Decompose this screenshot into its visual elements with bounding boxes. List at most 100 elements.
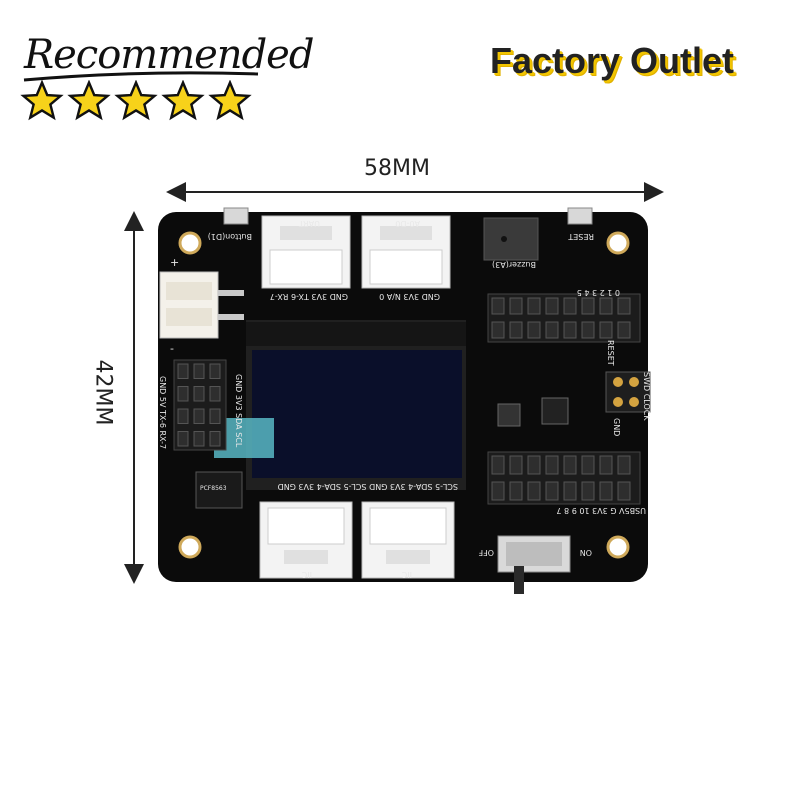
- swd-header: [605, 371, 651, 413]
- silk-plus: +: [170, 256, 179, 269]
- silk-reset: RESET: [568, 232, 594, 241]
- header-pin: [193, 386, 205, 402]
- silk-iic-pins: SCL-5 SDA-4 3V3 GND SCL-5 SDA-4 3V3 GND: [278, 482, 458, 491]
- header-bottom: [487, 451, 641, 505]
- uart-connector: [261, 215, 351, 289]
- header-pin: [491, 321, 505, 339]
- silk-chip: PCF8563: [200, 485, 227, 492]
- star-icon: [161, 80, 205, 121]
- mounting-hole: [606, 231, 630, 255]
- header-pin: [599, 297, 613, 315]
- silk-left-pins-1: GND 5V TX-6 RX-7: [158, 376, 167, 449]
- star-icon: [67, 80, 111, 121]
- header-pin: [209, 363, 221, 379]
- silk-header-bottom: USB5V G 3V3 10 9 8 7: [556, 506, 646, 515]
- reset-button: [567, 207, 593, 225]
- oled-display: [214, 320, 466, 490]
- brand-title: Factory Outlet: [490, 40, 735, 81]
- rtc-chip: [195, 471, 243, 509]
- header-pin: [209, 408, 221, 424]
- battery-connector: [159, 271, 244, 339]
- header-pin: [563, 297, 577, 315]
- mounting-hole: [606, 535, 630, 559]
- star-icon: [20, 80, 64, 121]
- header-pin: [545, 481, 559, 501]
- silk-iic-left: IIC: [301, 570, 312, 579]
- header-pin: [527, 321, 541, 339]
- header-pin: [509, 297, 523, 315]
- header-pin: [491, 481, 505, 501]
- header-pin: [509, 455, 523, 475]
- sensor-chip: [497, 403, 521, 427]
- iic-connector-right: [361, 501, 455, 579]
- star-icon: [208, 80, 252, 121]
- rating-stars: [20, 80, 252, 122]
- header-pin: [545, 455, 559, 475]
- buzzer: [483, 217, 539, 261]
- header-pin: [563, 481, 577, 501]
- header-pin: [581, 455, 595, 475]
- header-pin: [193, 408, 205, 424]
- header-pin: [491, 455, 505, 475]
- header-pin: [177, 431, 189, 447]
- header-pin: [177, 363, 189, 379]
- silk-gnd-side: GND: [612, 418, 621, 436]
- silk-button: Button(D1): [208, 232, 252, 241]
- iic-connector-left: [259, 501, 353, 579]
- header-pin: [563, 321, 577, 339]
- mcu-chip: [541, 397, 569, 425]
- header-pin: [209, 431, 221, 447]
- mounting-hole: [178, 231, 202, 255]
- silk-uart-pins: GND 3V3 TX-6 RX-7: [270, 292, 348, 301]
- silk-reset-side: RESET: [606, 340, 615, 366]
- silk-on: ON: [580, 548, 592, 557]
- silk-a0: A0-D0: [395, 219, 420, 228]
- silk-a0-pins: GND 3V3 N/A 0: [379, 292, 440, 301]
- header-pin: [509, 481, 523, 501]
- width-dimension-label: 58MM: [364, 156, 430, 181]
- badge-text: Recommended: [24, 32, 314, 78]
- pcb-board: [158, 207, 651, 594]
- header-pin: [527, 297, 541, 315]
- header-pin: [545, 297, 559, 315]
- silk-swd: SWD CLOCK: [642, 372, 651, 421]
- header-pin: [491, 297, 505, 315]
- header-pin: [599, 321, 613, 339]
- header-left: [173, 359, 227, 451]
- header-pin: [193, 431, 205, 447]
- header-pin: [581, 321, 595, 339]
- header-pin: [581, 481, 595, 501]
- a0-connector: [361, 215, 451, 289]
- header-pin: [177, 386, 189, 402]
- header-pin: [617, 481, 631, 501]
- silk-uart: UART: [299, 219, 320, 228]
- silk-iic-right: IIC: [401, 570, 412, 579]
- header-pin: [617, 455, 631, 475]
- header-pin: [599, 455, 613, 475]
- silk-off: OFF: [478, 548, 494, 557]
- header-pin: [581, 297, 595, 315]
- header-pin: [545, 321, 559, 339]
- silk-header-top: 0 1 2 3 4 5: [577, 288, 620, 297]
- header-pin: [563, 455, 577, 475]
- recommended-badge: Recommended: [18, 14, 314, 124]
- header-top: [487, 293, 641, 343]
- header-pin: [527, 455, 541, 475]
- button-d1: [223, 207, 249, 225]
- star-icon: [114, 80, 158, 121]
- badge-swoosh-icon: [23, 71, 259, 82]
- header-pin: [599, 481, 613, 501]
- header-pin: [509, 321, 523, 339]
- silk-buzzer: Buzzer(A3): [492, 260, 536, 269]
- power-switch: [497, 535, 571, 594]
- header-pin: [209, 386, 221, 402]
- header-pin: [193, 363, 205, 379]
- header-pin: [617, 321, 631, 339]
- header-pin: [617, 297, 631, 315]
- silk-left-pins-2: GND 3V3 SDA SCL: [234, 374, 243, 448]
- silk-minus: -: [170, 342, 174, 355]
- mounting-hole: [178, 535, 202, 559]
- header-pin: [177, 408, 189, 424]
- header-pin: [527, 481, 541, 501]
